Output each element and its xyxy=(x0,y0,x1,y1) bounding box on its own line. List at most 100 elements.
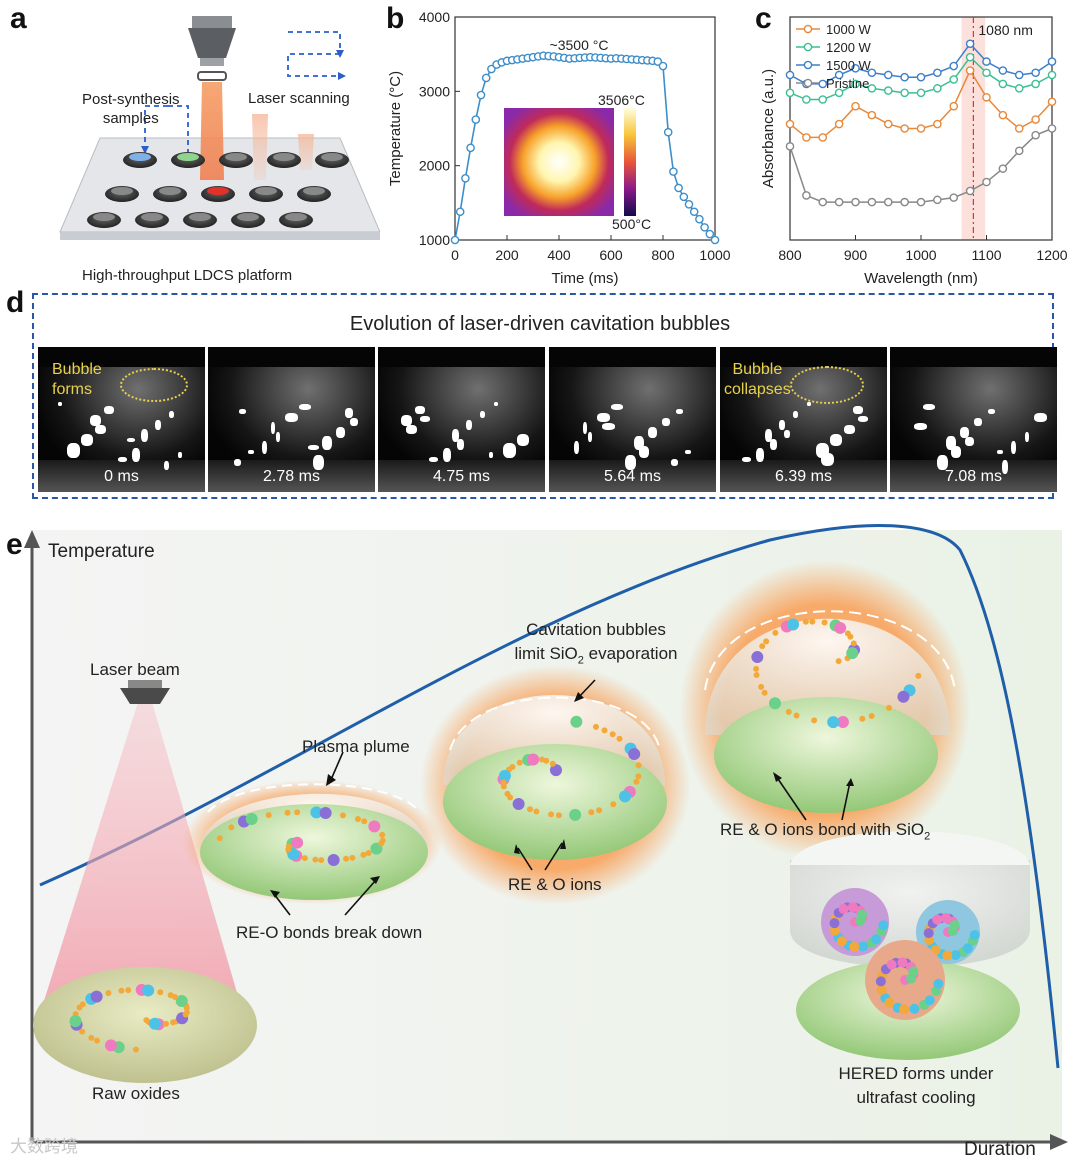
oxygen-particle xyxy=(349,854,356,861)
debris-particle xyxy=(480,411,485,418)
e-y-axis-label: Temperature xyxy=(48,541,155,562)
oxygen-particle xyxy=(354,816,361,823)
oxygen-particle xyxy=(516,759,523,766)
series-point xyxy=(1014,84,1024,93)
debris-particle xyxy=(276,432,280,442)
debris-particle xyxy=(816,443,829,458)
series-point xyxy=(802,95,811,104)
hered-atom xyxy=(849,941,860,952)
hered-atom xyxy=(909,1003,920,1014)
panel-label-b: b xyxy=(386,2,405,35)
x-tick-label: 1000 xyxy=(699,247,730,263)
series-point xyxy=(1047,70,1057,80)
oxygen-particle xyxy=(609,731,616,738)
hered-atom xyxy=(969,930,980,941)
bubble-outline xyxy=(120,368,188,402)
x-tick-label: 800 xyxy=(651,247,675,263)
series-point xyxy=(1047,97,1057,107)
ion-particle xyxy=(897,690,910,703)
series-point xyxy=(982,92,991,102)
debris-particle xyxy=(239,409,246,414)
oxygen-particle xyxy=(635,762,642,769)
oxygen-particle xyxy=(500,779,507,786)
oxygen-particle xyxy=(533,808,540,815)
cavitation-frame: 5.64 ms xyxy=(549,347,716,492)
oxygen-particle xyxy=(596,807,603,814)
debris-particle xyxy=(466,420,472,430)
ion-particle xyxy=(310,806,323,819)
series-point xyxy=(785,88,795,98)
hered-atom xyxy=(884,997,895,1008)
series-point xyxy=(785,119,795,129)
legend-marker xyxy=(803,78,813,88)
sample-well xyxy=(255,187,277,195)
debris-particle xyxy=(178,452,182,458)
debris-particle xyxy=(313,455,324,470)
oxygen-particle xyxy=(549,760,556,767)
cavitation-title: Evolution of laser-driven cavitation bub… xyxy=(349,313,731,335)
debris-particle xyxy=(853,406,863,414)
oxygen-particle xyxy=(868,713,875,720)
hered-atom xyxy=(876,984,887,995)
series-point xyxy=(1014,70,1024,80)
temperature-point xyxy=(450,235,460,245)
oxygen-particle xyxy=(365,850,372,857)
debris-particle xyxy=(1002,460,1008,474)
series-point xyxy=(1014,146,1024,156)
ion-particle xyxy=(549,764,562,777)
debris-particle xyxy=(285,413,298,422)
oxygen-particle xyxy=(772,629,779,636)
debris-particle xyxy=(169,411,174,418)
hered-atom xyxy=(857,909,868,920)
oxygen-particle xyxy=(163,1020,170,1027)
series-point xyxy=(998,164,1008,173)
series-point xyxy=(851,63,860,73)
series-point xyxy=(1031,115,1040,124)
ion-particle xyxy=(319,807,332,820)
debris-particle xyxy=(406,425,417,434)
series-point xyxy=(834,119,844,129)
debris-particle xyxy=(164,461,169,470)
oxygen-particle xyxy=(616,735,623,742)
oxygen-particle xyxy=(548,811,555,818)
hered-atom xyxy=(836,936,847,947)
ion-particle xyxy=(527,753,540,766)
panel-label-c: c xyxy=(755,2,772,35)
series-line xyxy=(789,127,1053,203)
oxygen-particle xyxy=(847,633,854,640)
sample-well xyxy=(159,187,181,195)
hered-atom xyxy=(940,913,951,924)
oxygen-particle xyxy=(785,708,792,715)
series-point xyxy=(982,57,991,66)
hered-atom xyxy=(878,920,889,931)
cavitation-frame: 7.08 ms xyxy=(890,347,1057,492)
temperature-point xyxy=(487,64,496,74)
debris-particle xyxy=(914,423,927,430)
debris-particle xyxy=(742,457,751,462)
debris-particle xyxy=(634,436,644,450)
oxygen-particle xyxy=(301,855,308,862)
debris-particle xyxy=(81,434,93,446)
cavitation-label: Cavitation bubbles limit SiO2 evaporatio… xyxy=(514,620,678,667)
series-point xyxy=(949,101,959,111)
debris-particle xyxy=(997,450,1003,454)
ion-particle xyxy=(628,748,641,761)
bond-label: RE & O ions bond with SiO2 xyxy=(720,820,931,843)
temperature-point xyxy=(663,127,673,137)
debris-particle xyxy=(779,420,785,430)
oxygen-particle xyxy=(265,812,272,819)
series-point xyxy=(965,39,975,49)
debris-particle xyxy=(807,402,811,406)
debris-particle xyxy=(662,418,670,426)
sample-well xyxy=(129,153,151,161)
frame-time-label: 2.78 ms xyxy=(263,468,320,485)
plasma-plume-label: Plasma plume xyxy=(302,737,410,756)
oxygen-particle xyxy=(793,712,800,719)
series-point xyxy=(867,197,877,207)
temperature-point xyxy=(481,73,491,83)
hered-atom xyxy=(962,943,973,954)
oxygen-particle xyxy=(118,987,125,994)
debris-particle xyxy=(415,406,425,414)
series-point xyxy=(1031,79,1040,89)
